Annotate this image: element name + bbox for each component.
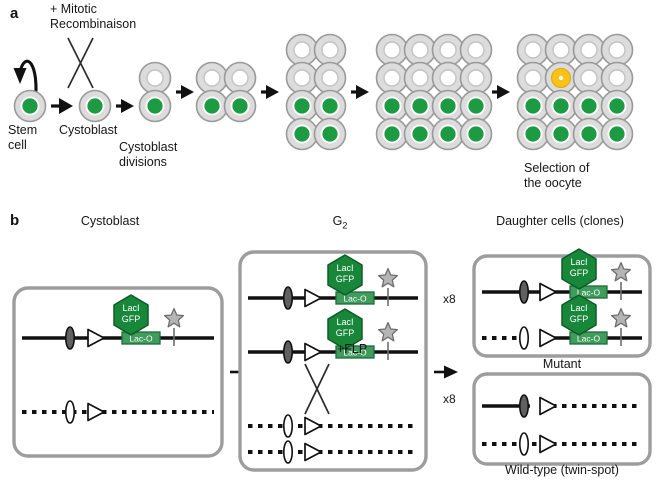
chromosome-solid-marked: Lac-O LacI GFP <box>248 254 418 310</box>
laco-label: Lac-O <box>129 334 153 344</box>
panel-a-letter: a <box>10 5 19 22</box>
gfp-label: GFP <box>336 328 355 338</box>
stage-oocyte-selected <box>516 33 634 151</box>
panel-b-graphic: Lac-O LacI GFP <box>12 248 652 472</box>
g2-subscript: 2 <box>342 220 348 231</box>
g2-label: G <box>332 214 343 228</box>
chromosome-solid-marked: Lac-O LacI GFP <box>248 308 418 364</box>
mitotic-recombination-x-icon <box>67 37 94 89</box>
laci-label: LacI <box>570 303 587 313</box>
wildtype-multiplier: x8 <box>443 392 456 406</box>
chromosome-dotted-unmarked <box>248 440 418 464</box>
stage-eight-cell-cyst <box>285 33 347 151</box>
laco-label: Lac-O <box>343 294 367 304</box>
gfp-label: GFP <box>122 314 141 324</box>
laco-label: Lac-O <box>343 348 367 358</box>
stage-sixteen-cell-cyst <box>375 33 493 151</box>
g2-box: Lac-O LacI GFP Lac-O LacI GFP <box>238 250 428 472</box>
g2-box-title: G2 <box>250 214 430 231</box>
arrow-6 <box>492 85 510 99</box>
wildtype-box <box>472 372 652 466</box>
stage-two-cell-cyst <box>138 61 172 123</box>
stem-cell-label: Stem cell <box>8 123 38 152</box>
chromosome-solid-left-dotted-right <box>482 394 642 418</box>
arrow-4 <box>261 85 279 99</box>
cystoblast-box: Lac-O LacI GFP <box>12 286 224 458</box>
flp-label: +FLP <box>337 342 368 356</box>
arrow-2 <box>116 99 134 113</box>
daughter-cells-box-title: Daughter cells (clones) <box>496 214 624 228</box>
gfp-label: GFP <box>570 314 589 324</box>
flp-recombination-x-icon <box>304 363 330 415</box>
laco-label: Lac-O <box>577 334 601 344</box>
stage-four-cell-cyst <box>195 61 257 123</box>
chromosome-dotted-unmarked <box>482 432 642 456</box>
laci-label: LacI <box>336 317 353 327</box>
gfp-label: GFP <box>336 274 355 284</box>
panel-a-graphic <box>13 33 634 151</box>
cystoblast-label-a: Cystoblast <box>59 123 118 137</box>
mitotic-recombination-label: + Mitotic Recombinaison <box>50 2 137 31</box>
chromosome-solid-marked: Lac-O LacI GFP <box>22 294 214 350</box>
cystoblast-divisions-label: Cystoblast divisions <box>119 140 178 169</box>
chromosome-dotted-unmarked <box>22 400 214 424</box>
arrow-5 <box>351 85 369 99</box>
stage-cystoblast <box>78 89 112 123</box>
laco-label: Lac-O <box>577 288 601 298</box>
cystoblast-box-title: Cystoblast <box>80 214 140 228</box>
arrow-3 <box>176 85 194 99</box>
laci-label: LacI <box>336 263 353 273</box>
gfp-label: GFP <box>570 268 589 278</box>
mutant-box: Lac-O LacI GFP Lac-O LacI <box>472 248 652 358</box>
stage-stem-cell <box>13 89 47 123</box>
laci-label: LacI <box>122 303 139 313</box>
arrow-1 <box>51 98 73 114</box>
mutant-box-label: Mutant <box>542 357 582 371</box>
arrow-g2-to-daughters <box>434 365 458 379</box>
mutant-multiplier: x8 <box>443 292 456 306</box>
chromosome-solid-marked: Lac-O LacI GFP <box>482 248 642 304</box>
panel-b-letter: b <box>10 212 20 229</box>
chromosome-dotted-unmarked <box>248 414 418 438</box>
laci-label: LacI <box>570 257 587 267</box>
chromosome-dotted-left-marked: Lac-O LacI GFP <box>482 294 642 350</box>
wildtype-box-label: Wild-type (twin-spot) <box>505 463 619 477</box>
oocyte-selection-label: Selection of the oocyte <box>524 161 590 190</box>
